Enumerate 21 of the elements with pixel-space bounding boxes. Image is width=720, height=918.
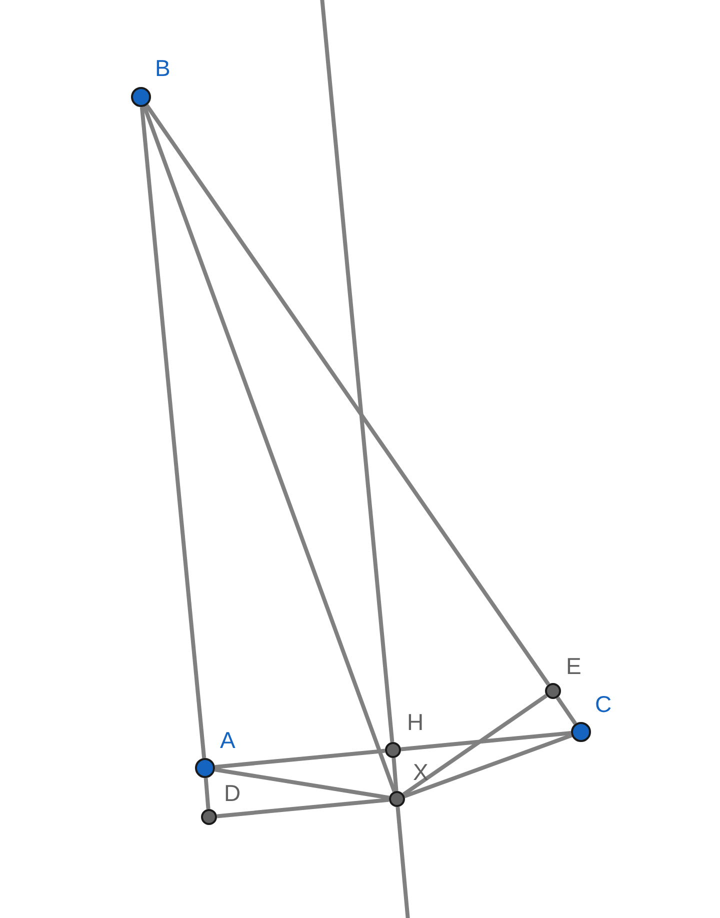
line-segment	[556, 696, 578, 725]
line-segment	[216, 798, 390, 818]
line-segment	[392, 758, 398, 792]
point-label: C	[595, 691, 612, 717]
line-segment	[214, 748, 386, 769]
line-segment	[396, 806, 410, 918]
line-segment	[402, 694, 548, 796]
line-segment	[400, 731, 572, 752]
point-label: D	[224, 780, 241, 806]
point-label: B	[155, 55, 170, 81]
line-segment	[214, 768, 390, 800]
line-segment	[140, 106, 206, 758]
point-label: A	[220, 727, 236, 753]
line-segment	[204, 778, 210, 810]
line-segment	[404, 734, 572, 798]
line-segment	[145, 104, 550, 686]
point-label: E	[566, 653, 582, 679]
line-segment	[320, 0, 394, 742]
point-label: X	[413, 759, 428, 785]
line-segment	[142, 106, 396, 792]
point-label: H	[407, 709, 424, 735]
